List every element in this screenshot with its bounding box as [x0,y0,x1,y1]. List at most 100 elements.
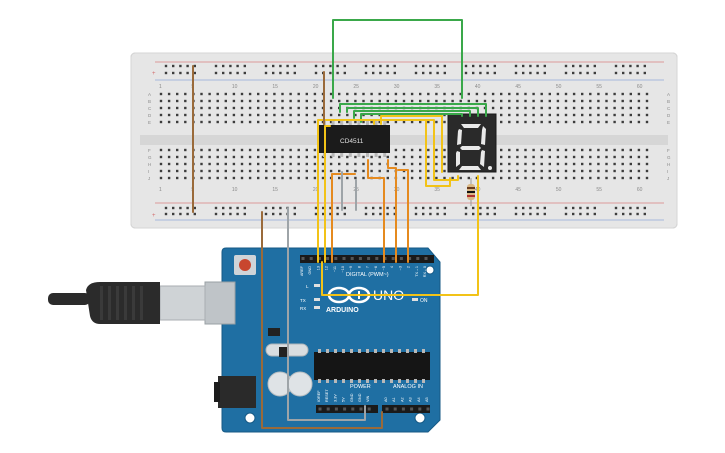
breadboard-hole[interactable] [313,162,317,166]
breadboard-hole[interactable] [394,99,398,103]
wire-green[interactable] [339,103,487,117]
breadboard-hole[interactable] [589,176,592,180]
breadboard-hole[interactable] [293,64,296,68]
breadboard-hole[interactable] [322,206,325,210]
breadboard-hole[interactable] [443,212,446,216]
breadboard-hole[interactable] [548,148,551,152]
breadboard-hole[interactable] [354,176,357,180]
breadboard-hole[interactable] [216,106,219,110]
breadboard-hole[interactable] [572,120,576,124]
breadboard-hole[interactable] [329,92,333,96]
breadboard-hole[interactable] [273,106,276,110]
breadboard-hole[interactable] [313,99,317,103]
breadboard-hole[interactable] [637,148,641,152]
breadboard-hole[interactable] [273,176,276,180]
breadboard-hole[interactable] [514,212,518,216]
breadboard-hole[interactable] [172,71,175,75]
breadboard-hole[interactable] [289,176,292,180]
breadboard-hole[interactable] [297,176,300,180]
breadboard-hole[interactable] [172,64,175,68]
header-socket[interactable] [334,407,338,411]
breadboard-hole[interactable] [508,120,511,124]
breadboard-hole[interactable] [589,162,592,166]
breadboard-hole[interactable] [200,162,203,166]
breadboard-hole[interactable] [236,71,239,75]
breadboard-hole[interactable] [435,120,438,124]
breadboard-hole[interactable] [313,169,317,173]
breadboard-hole[interactable] [336,212,339,216]
breadboard-hole[interactable] [394,162,398,166]
breadboard-hole[interactable] [636,212,639,216]
breadboard-hole[interactable] [159,113,163,117]
breadboard-hole[interactable] [436,71,439,75]
breadboard-hole[interactable] [645,113,649,117]
breadboard-hole[interactable] [273,148,276,152]
breadboard-hole[interactable] [472,71,475,75]
breadboard-hole[interactable] [586,206,589,210]
breadboard-hole[interactable] [329,162,333,166]
breadboard-hole[interactable] [532,148,535,152]
breadboard-hole[interactable] [572,92,576,96]
breadboard-hole[interactable] [410,155,414,159]
breadboard-hole[interactable] [597,92,600,96]
breadboard-hole[interactable] [443,71,446,75]
breadboard-hole[interactable] [240,176,244,180]
breadboard-hole[interactable] [336,64,339,68]
breadboard-hole[interactable] [586,64,589,68]
resistor[interactable] [467,178,475,206]
breadboard-hole[interactable] [483,92,487,96]
breadboard-hole[interactable] [589,106,592,110]
wire-orange[interactable] [397,169,409,263]
breadboard-hole[interactable] [605,162,608,166]
breadboard-hole[interactable] [176,99,179,103]
breadboard-hole[interactable] [338,176,341,180]
breadboard-hole[interactable] [427,92,430,96]
breadboard-hole[interactable] [362,162,365,166]
breadboard-hole[interactable] [257,162,260,166]
breadboard-hole[interactable] [179,206,182,210]
breadboard-hole[interactable] [184,162,187,166]
header-socket[interactable] [424,257,428,260]
breadboard-hole[interactable] [257,106,260,110]
breadboard-hole[interactable] [419,92,422,96]
breadboard-hole[interactable] [265,113,268,117]
breadboard-hole[interactable] [532,92,535,96]
breadboard-hole[interactable] [243,206,246,210]
breadboard-hole[interactable] [305,148,308,152]
breadboard-hole[interactable] [536,206,539,210]
breadboard-hole[interactable] [236,212,239,216]
breadboard-hole[interactable] [621,162,624,166]
breadboard-hole[interactable] [643,64,646,68]
breadboard-hole[interactable] [321,162,325,166]
breadboard-hole[interactable] [393,64,396,68]
breadboard-hole[interactable] [297,92,300,96]
breadboard-hole[interactable] [613,99,616,103]
breadboard-hole[interactable] [637,120,641,124]
breadboard-hole[interactable] [593,206,596,210]
breadboard-hole[interactable] [240,92,244,96]
breadboard-hole[interactable] [354,169,357,173]
breadboard-hole[interactable] [500,92,503,96]
breadboard-hole[interactable] [364,206,368,210]
breadboard-hole[interactable] [265,176,268,180]
breadboard-hole[interactable] [532,155,535,159]
breadboard-hole[interactable] [232,169,236,173]
breadboard-hole[interactable] [459,99,462,103]
cd4511-ic[interactable]: CD4511 [318,121,390,157]
breadboard-hole[interactable] [243,212,246,216]
header-socket[interactable] [343,407,347,411]
breadboard-hole[interactable] [370,155,373,159]
breadboard-hole[interactable] [629,162,632,166]
breadboard-hole[interactable] [427,148,430,152]
breadboard-hole[interactable] [536,212,539,216]
breadboard-hole[interactable] [581,92,584,96]
breadboard-hole[interactable] [232,106,236,110]
breadboard-hole[interactable] [338,169,341,173]
breadboard-hole[interactable] [243,64,246,68]
breadboard-hole[interactable] [493,71,496,75]
breadboard-hole[interactable] [372,212,375,216]
breadboard-hole[interactable] [579,71,582,75]
breadboard-hole[interactable] [443,169,446,173]
breadboard-hole[interactable] [422,64,425,68]
breadboard-hole[interactable] [436,212,439,216]
